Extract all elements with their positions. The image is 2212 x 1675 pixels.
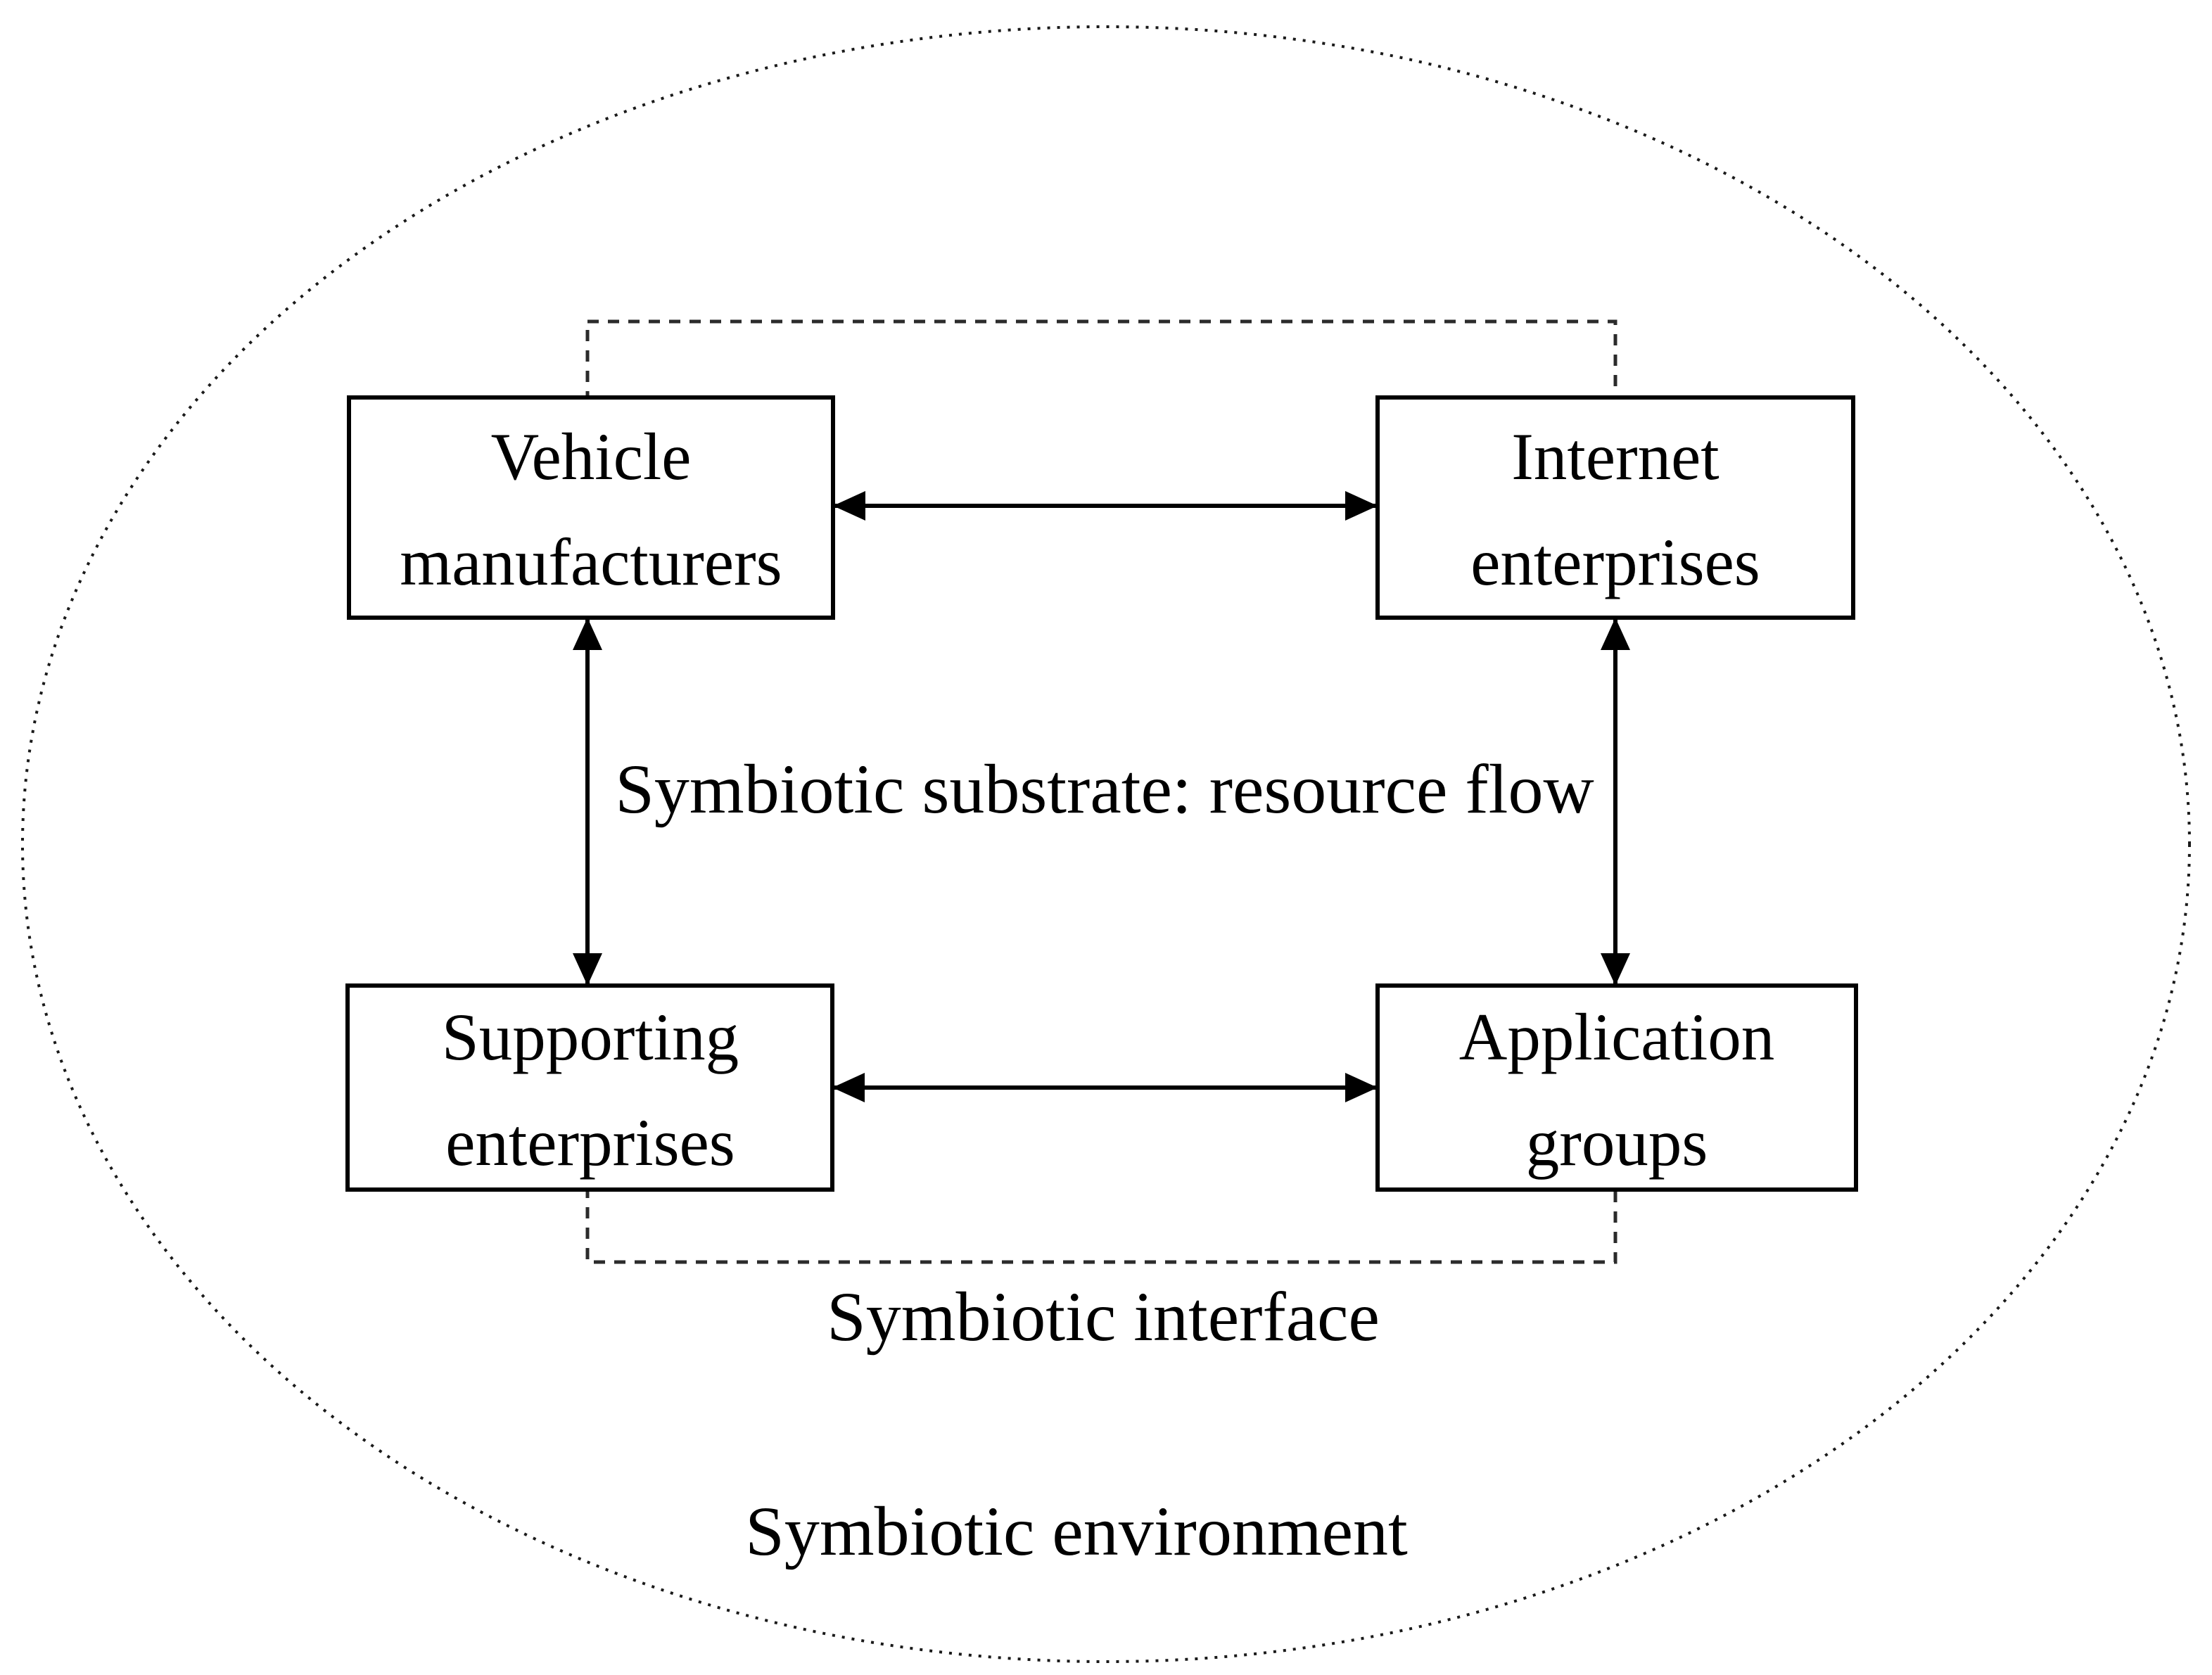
supporting-enterprises-label-line1: Supporting (442, 1000, 739, 1074)
node-vehicle-manufacturers-box (347, 395, 835, 620)
arrow-internet-application (1601, 618, 1630, 986)
internet-enterprises-label-line2: enterprises (1470, 525, 1760, 599)
arrowhead-up (573, 618, 602, 650)
internet-enterprises-label-line1: Internet (1511, 419, 1719, 494)
arrow-supporting-application (832, 1073, 1378, 1102)
vehicle-manufacturers-label-line1: Vehicle (491, 419, 692, 494)
application-groups-label-line2: groups (1526, 1105, 1708, 1180)
symbiotic-environment-ellipse (21, 25, 2191, 1663)
arrowhead-left (833, 491, 865, 521)
arrow-vehicle-supporting (573, 618, 602, 986)
node-supporting-enterprises-box (345, 983, 834, 1192)
symbiotic-interface-label: Symbiotic interface (827, 1278, 1380, 1356)
arrowhead-left (832, 1073, 865, 1102)
node-internet-enterprises-box (1375, 395, 1855, 620)
arrowhead-right (1345, 1073, 1378, 1102)
arrowhead-right (1345, 491, 1378, 521)
arrowhead-up (1601, 618, 1630, 650)
arrowhead-down (573, 953, 602, 986)
supporting-enterprises-label-line2: enterprises (445, 1105, 735, 1180)
arrow-vehicle-internet (833, 491, 1378, 521)
symbiotic-environment-label: Symbiotic environment (745, 1492, 1408, 1570)
symbiotic-substrate-label: Symbiotic substrate: resource flow (615, 750, 1594, 828)
vehicle-manufacturers-label-line2: manufacturers (400, 525, 782, 599)
arrowhead-down (1601, 953, 1630, 986)
application-groups-label-line1: Application (1459, 1000, 1775, 1074)
